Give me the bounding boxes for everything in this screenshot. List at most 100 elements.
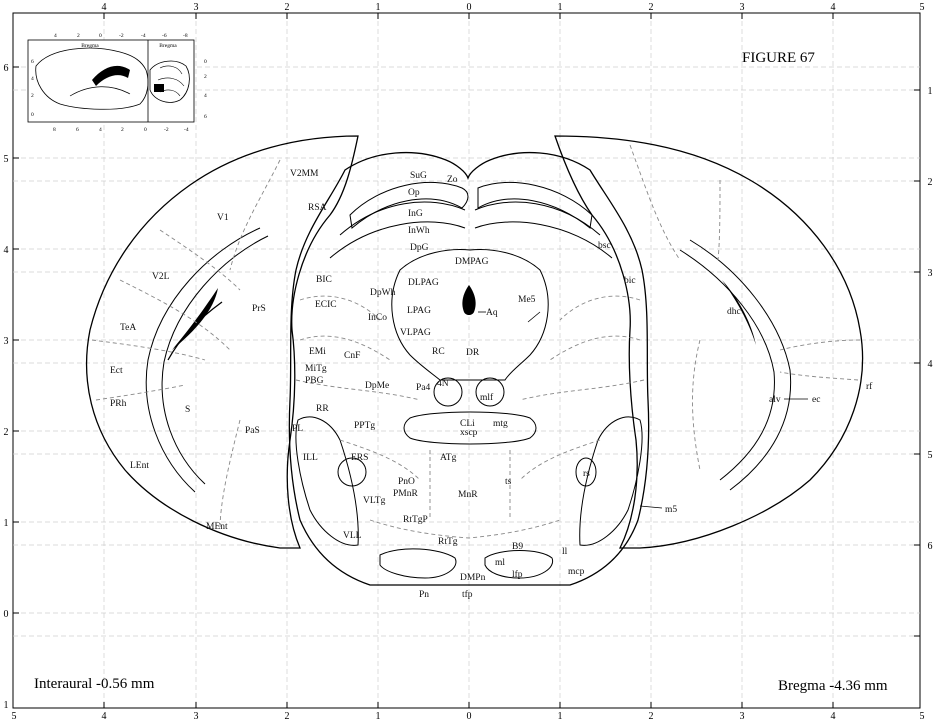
region-label: VLTg [363, 496, 386, 506]
region-label: bic [624, 276, 636, 286]
region-label: VLL [343, 531, 362, 541]
region-label: m5 [665, 505, 677, 515]
right-tick-label: 2 [928, 177, 933, 188]
left-tick-label: 3 [4, 336, 9, 347]
inset-scale-label: 6 [31, 59, 34, 65]
inset-scale-label: 0 [31, 112, 34, 118]
inset-scale-label: 2 [204, 74, 207, 80]
inset-scale-label: -8 [183, 33, 188, 39]
region-label: InWh [408, 226, 430, 236]
right-cortex-outline [554, 135, 864, 549]
inset-scale-label: 2 [31, 93, 34, 99]
region-label: PnO [398, 477, 415, 487]
region-label: tfp [462, 589, 473, 600]
region-label: PrS [252, 304, 266, 314]
bottom-tick-label: 4 [102, 711, 107, 722]
region-label: VLPAG [400, 328, 431, 338]
region-label: rs [583, 469, 590, 479]
region-label: Ect [110, 366, 123, 376]
top-tick-label: 3 [740, 2, 745, 13]
inset-scale-label: 0 [204, 59, 207, 65]
right-tick-label: 3 [928, 268, 933, 279]
region-label: V2L [152, 272, 170, 282]
region-label: Pa4 [416, 383, 431, 393]
top-tick-label: 2 [285, 2, 290, 13]
inset-scale-label: -6 [162, 33, 167, 39]
region-label: 4N [437, 379, 449, 389]
inset-scale-label: 0 [99, 33, 102, 39]
region-label: Zo [447, 175, 458, 185]
region-label: PBG [305, 376, 324, 386]
region-label: mlf [480, 392, 494, 403]
bottom-tick-label: 3 [194, 711, 199, 722]
region-label: ECIC [315, 300, 337, 310]
bottom-tick-label: 5 [920, 711, 925, 722]
inset-scale-label: 6 [204, 114, 207, 120]
bottom-tick-label: 4 [831, 711, 836, 722]
left-tick-label: 5 [4, 154, 9, 165]
bottom-tick-label: 0 [467, 711, 472, 722]
region-label: CLi [460, 419, 475, 429]
top-tick-label: 4 [831, 2, 836, 13]
bottom-tick-label: 5 [12, 711, 17, 722]
region-label: V1 [217, 213, 229, 223]
brain-section [85, 135, 864, 586]
region-label: B9 [512, 542, 523, 552]
pag-outline [391, 249, 549, 381]
left-tick-label: 0 [4, 609, 9, 620]
region-label: DpMe [365, 381, 389, 391]
region-label: ERS [351, 453, 368, 463]
inset-scale-label: 6 [76, 127, 79, 133]
interaural-label: Interaural -0.56 mm [34, 676, 155, 692]
region-label: dhc [727, 307, 741, 317]
top-axis-labels: 4 3 2 1 0 1 2 3 4 5 [102, 2, 925, 13]
region-label: BIC [316, 275, 332, 285]
frame-ticks [13, 13, 920, 708]
left-axis-labels: 6 5 4 3 2 1 0 1 [4, 63, 9, 711]
region-label: ILL [303, 453, 318, 463]
region-label: rf [866, 381, 873, 392]
top-tick-label: 0 [467, 2, 472, 13]
region-label: Op [408, 188, 420, 198]
region-label: RtTg [438, 537, 458, 547]
region-label: V2MM [290, 169, 319, 179]
region-label: InCo [368, 313, 387, 323]
region-label: DpWh [370, 288, 396, 298]
left-tick-label: 1 [4, 700, 9, 711]
region-label: TeA [120, 323, 136, 333]
right-tick-label: 5 [928, 450, 933, 461]
region-label: Aq [486, 308, 498, 318]
inset-bregma-label: Bregma [159, 43, 177, 49]
inset-scale-label: -4 [184, 127, 189, 133]
region-label: CnF [344, 351, 360, 361]
region-label: RC [432, 347, 445, 357]
region-label: EMi [309, 347, 326, 357]
region-label: alv [769, 395, 781, 405]
region-label: PRh [110, 399, 127, 409]
inset-sagittal-diagram: Bregma Bregma 6 4 2 0 8 6 4 2 0 -2 -4 4 … [27, 33, 207, 133]
region-label: DR [466, 348, 480, 358]
region-label: MiTg [305, 364, 327, 374]
bottom-tick-label: 2 [285, 711, 290, 722]
region-label: mcp [568, 567, 585, 577]
inset-scale-label: -4 [141, 33, 146, 39]
right-axis-labels: 1 2 3 4 5 6 [928, 86, 933, 552]
region-label: ml [495, 558, 505, 568]
region-label: ts [505, 477, 512, 487]
region-label: DMPn [460, 573, 486, 583]
region-label: InG [408, 209, 423, 219]
inset-scale-label: 2 [121, 127, 124, 133]
figure-frame [12, 12, 921, 709]
region-label: MnR [458, 490, 478, 500]
leader-lines [478, 311, 808, 509]
inset-scale-label: 8 [53, 127, 56, 133]
region-label: DLPAG [408, 278, 439, 288]
inset-scale-label: 4 [31, 76, 34, 82]
top-tick-label: 1 [376, 2, 381, 13]
left-tick-label: 6 [4, 63, 9, 74]
right-tick-label: 1 [928, 86, 933, 97]
right-tick-label: 4 [928, 359, 933, 370]
region-label: RSA [308, 203, 327, 213]
region-label: ATg [440, 453, 457, 463]
